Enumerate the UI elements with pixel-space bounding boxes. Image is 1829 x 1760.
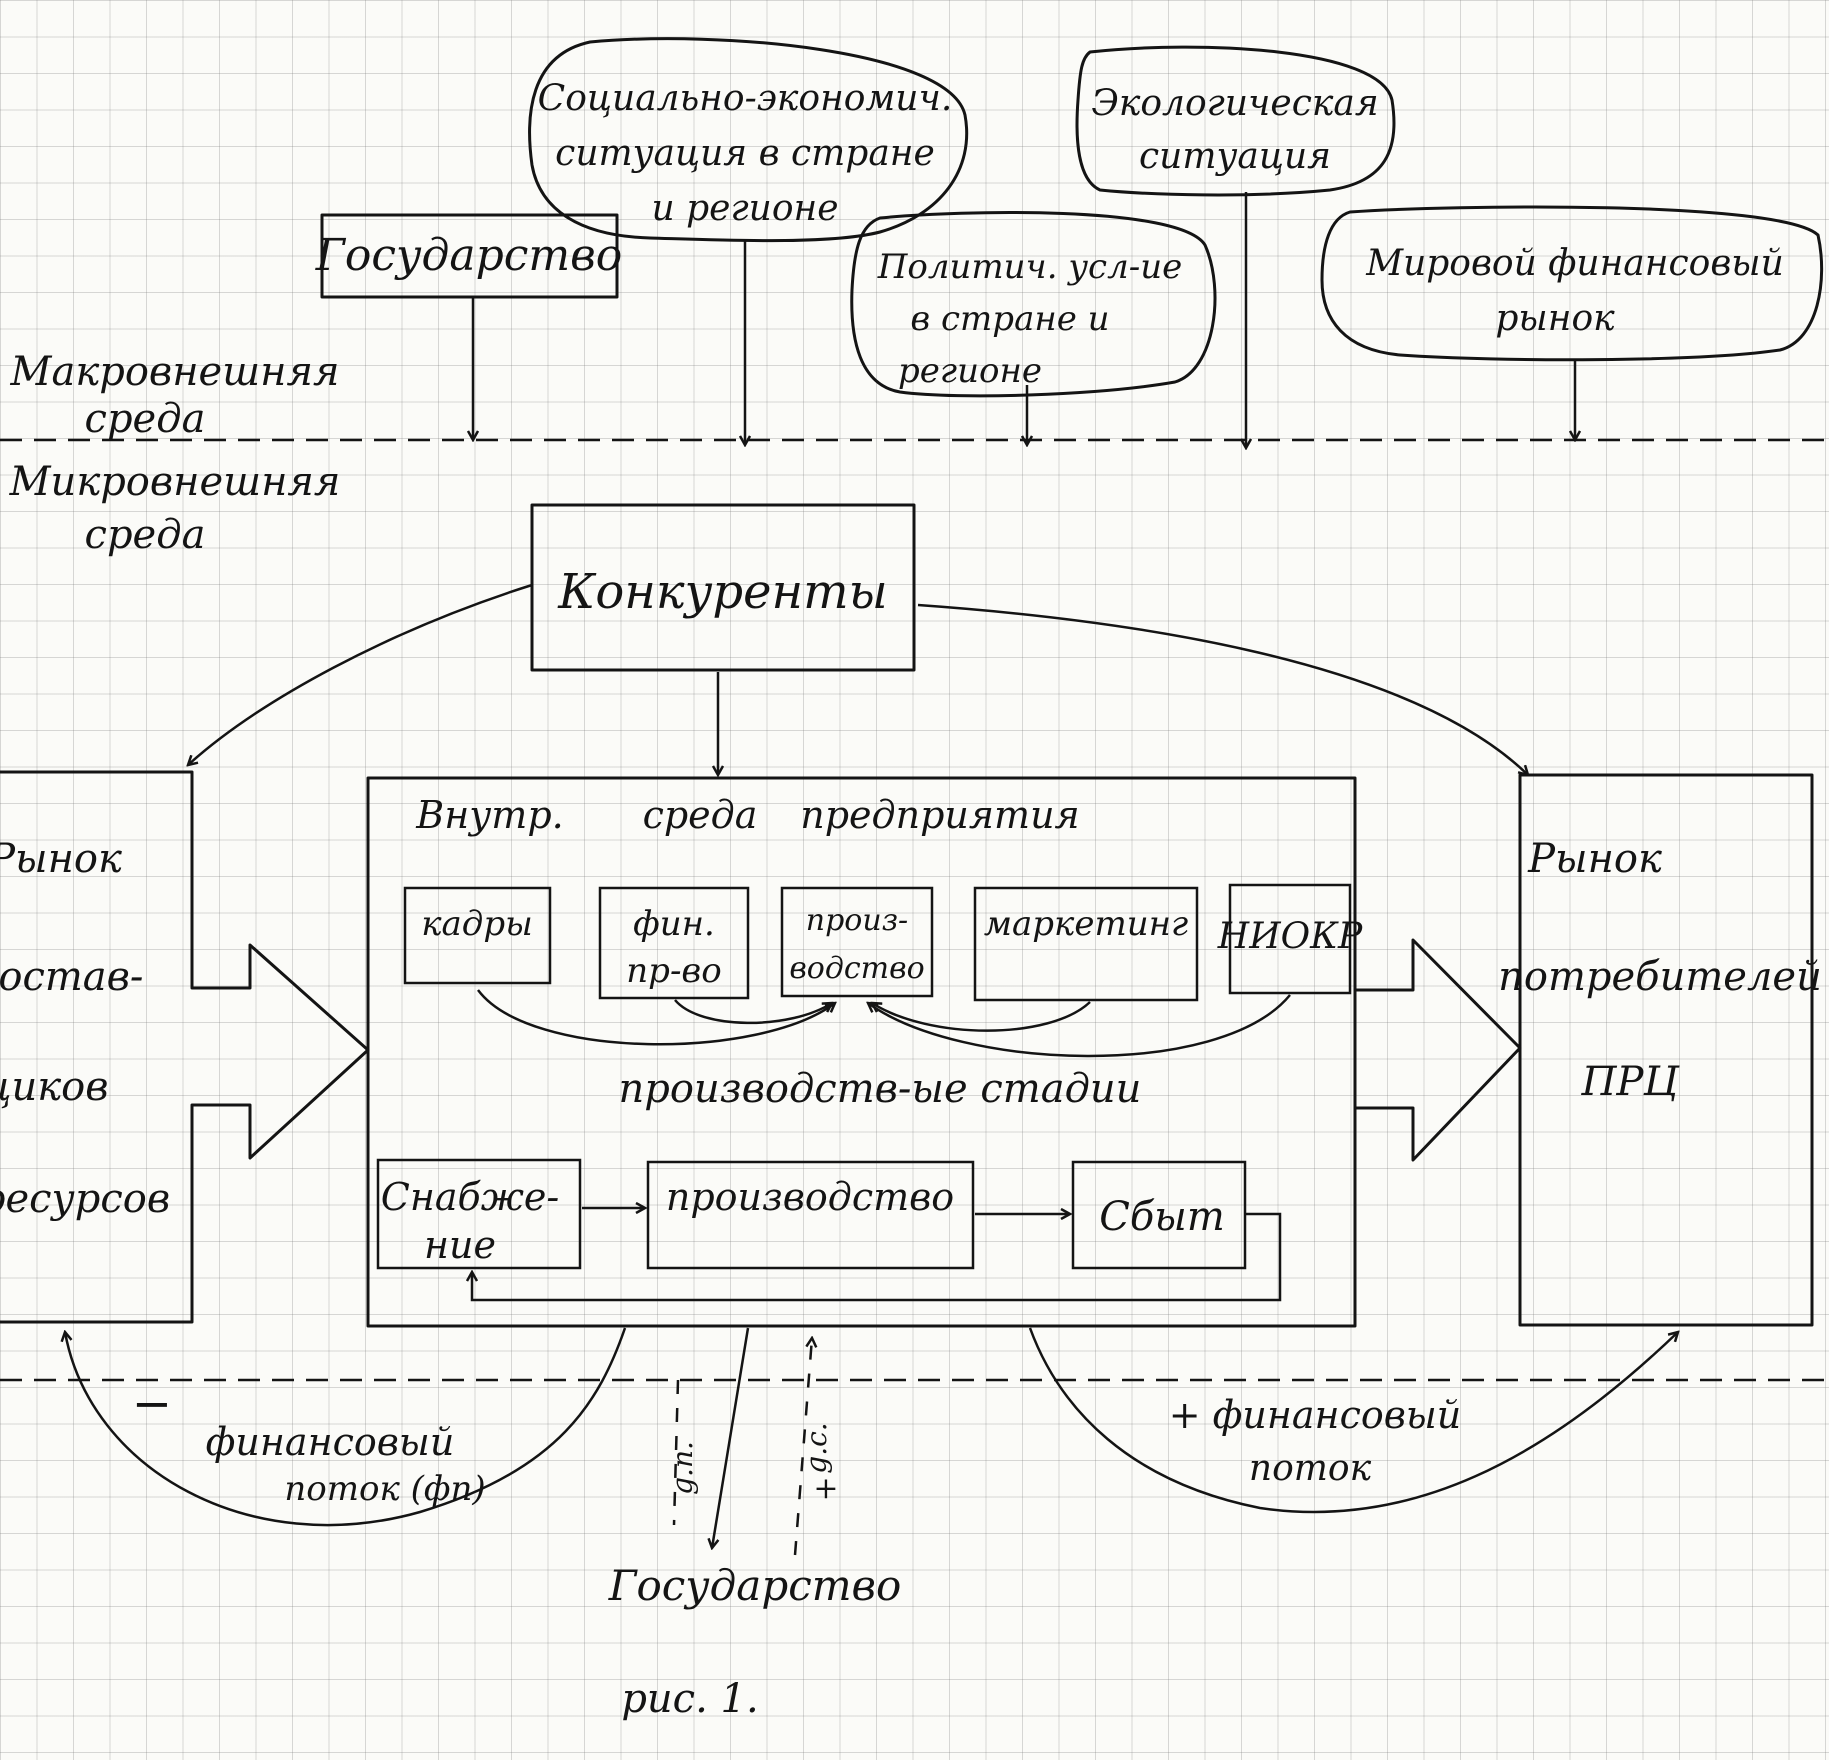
state-out-label: g.n. <box>666 1441 699 1495</box>
financial-out-line-2: поток (фп) <box>284 1469 485 1509</box>
function-finance: фин. пр-во <box>598 886 750 1000</box>
consumers-line-2: потребителей <box>1498 954 1822 1000</box>
enterprise-title-1: Внутр. <box>415 793 563 837</box>
macro-env-line-1: Макровнешняя <box>10 349 340 395</box>
consumers-line-1: Рынок <box>1527 836 1662 882</box>
suppliers-line-2: постав- <box>0 954 143 1000</box>
stage-production-label: производство <box>666 1175 954 1219</box>
state-bottom-label: Государство <box>608 1561 902 1610</box>
world-finance-line-1: Мировой финансовый <box>1365 243 1784 284</box>
figure-caption: рис. 1. <box>621 1676 758 1722</box>
financial-out-line-1: финансовый <box>206 1420 455 1464</box>
consumers-market: Рынок потребителей ПРЦ <box>1353 773 1822 1327</box>
micro-env-line-2: среда <box>85 512 206 558</box>
function-marketing: маркетинг <box>973 886 1199 1002</box>
state-out-dash <box>672 1379 680 1526</box>
political-line-3: регионе <box>898 351 1042 391</box>
state-in-label: g.c. <box>800 1422 833 1473</box>
function-finance-line-1: фин. <box>633 904 715 944</box>
label-macro-env: Макровнешняя среда <box>10 349 340 442</box>
financial-in-line-2: поток <box>1249 1448 1372 1489</box>
factor-socio-economic: Социально-экономич. ситуация в стране и … <box>528 37 969 243</box>
world-finance-line-2: рынок <box>1495 298 1615 339</box>
political-line-1: Политич. усл-ие <box>877 247 1183 287</box>
minus-sign: − <box>132 1376 172 1432</box>
function-marketing-label: маркетинг <box>984 904 1188 944</box>
competitors-label: Конкуренты <box>557 564 888 620</box>
function-hr: кадры <box>403 886 552 985</box>
stage-production: производство <box>646 1160 975 1270</box>
enterprise-box: Внутр. среда предприятия кадры фин. пр-в… <box>366 776 1363 1328</box>
stage-supply-line-2: ние <box>424 1223 496 1267</box>
consumers-line-3: ПРЦ <box>1581 1059 1681 1105</box>
socio-economic-line-3: и регионе <box>651 188 838 229</box>
function-production-line-2: водство <box>789 951 924 986</box>
enterprise-title-3: предприятия <box>800 793 1079 837</box>
enterprise-title-2: среда <box>643 793 758 837</box>
arrow-competitors-consumers <box>917 603 1528 775</box>
stage-supply: Снабже- ние <box>376 1158 582 1270</box>
function-rnd-label: НИОКР <box>1217 916 1363 957</box>
factor-political: Политич. усл-ие в стране и регионе <box>850 210 1217 398</box>
ecological-line-2: ситуация <box>1139 136 1331 177</box>
arrow-marketing-production <box>872 1001 1091 1032</box>
function-hr-label: кадры <box>421 904 533 944</box>
arrow-financial-in <box>1028 1327 1678 1514</box>
function-production-line-1: произ- <box>806 903 908 938</box>
stage-supply-line-1: Снабже- <box>381 1175 559 1219</box>
suppliers-line-1: Рынок <box>0 836 122 882</box>
financial-in-line-1: + финансовый <box>1169 1393 1462 1437</box>
arrow-rnd-production <box>868 994 1291 1058</box>
stage-sales-label: Сбыт <box>1099 1194 1225 1240</box>
competitors-box: Конкуренты <box>530 503 916 672</box>
state-in-plus: + <box>813 1471 838 1506</box>
arrow-finance-production <box>674 999 832 1025</box>
political-line-2: в стране и <box>910 299 1109 339</box>
factor-state-top: Государство <box>315 213 623 299</box>
arrow-financial-out <box>65 1327 627 1527</box>
factor-state-top-label: Государство <box>315 230 623 281</box>
socio-economic-line-1: Социально-экономич. <box>538 78 953 119</box>
function-finance-line-2: пр-во <box>626 951 721 991</box>
label-micro-env: Микровнешняя среда <box>9 459 341 558</box>
arrow-hr-production <box>476 989 835 1046</box>
arrow-competitors-suppliers <box>188 583 533 765</box>
stage-sales: Сбыт <box>1071 1160 1247 1270</box>
function-rnd: НИОКР <box>1217 883 1363 995</box>
socio-economic-line-2: ситуация в стране <box>555 133 935 174</box>
factor-ecological: Экологическая ситуация <box>1075 45 1396 197</box>
macro-env-line-2: среда <box>85 396 206 442</box>
micro-env-line-1: Микровнешняя <box>9 459 341 505</box>
arrow-state-in <box>793 1338 812 1556</box>
ecological-line-1: Экологическая <box>1091 83 1378 124</box>
stages-label: производств-ые стадии <box>619 1066 1142 1112</box>
suppliers-line-3: щиков <box>0 1064 109 1110</box>
suppliers-line-4: ресурсов <box>0 1176 170 1222</box>
arrow-state-out <box>712 1327 750 1548</box>
function-production: произ- водство <box>780 886 934 998</box>
suppliers-market: Рынок постав- щиков ресурсов <box>0 770 370 1324</box>
factor-world-finance: Мировой финансовый рынок <box>1320 205 1824 362</box>
arrow-sales-feedback <box>472 1212 1282 1302</box>
